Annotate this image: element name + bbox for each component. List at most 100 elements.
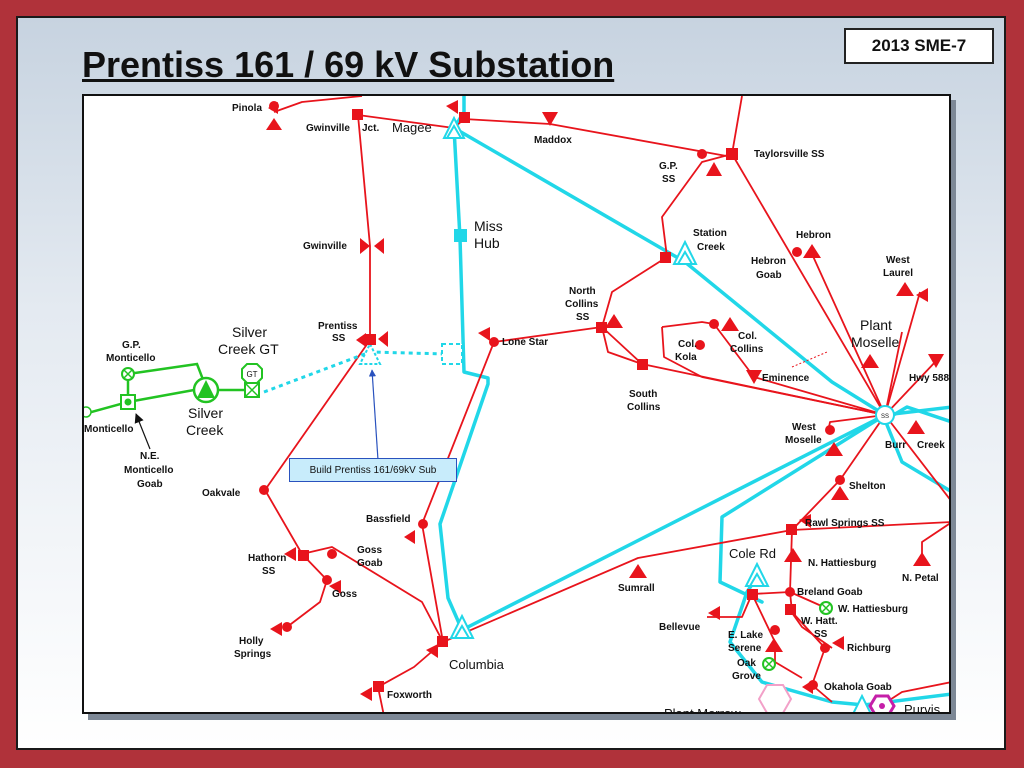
- label-south-collins-1: South: [629, 389, 657, 400]
- eminence-triangle: [746, 370, 762, 384]
- label-magee: Magee: [392, 120, 432, 135]
- n-petal-triangle: [913, 552, 931, 566]
- line-green-monticello: [84, 388, 195, 416]
- label-west-moselle-1: West: [792, 422, 816, 433]
- line-161-magee-columbia: [438, 126, 490, 632]
- label-north-collins-3: SS: [576, 312, 590, 323]
- maddox-square: [459, 112, 470, 123]
- foxworth-triangle: [360, 687, 372, 701]
- label-miss-hub-2: Hub: [474, 235, 500, 251]
- prentiss-ss-square: [365, 334, 376, 345]
- n-hattiesburg-triangle: [784, 548, 802, 562]
- label-burr: Burr: [885, 440, 906, 451]
- rawl-triangle: [799, 514, 811, 528]
- lone-star-circle: [489, 337, 499, 347]
- richburg-circle: [820, 643, 830, 653]
- line-69-burr-east: [884, 414, 949, 500]
- richburg-triangle: [832, 636, 844, 650]
- label-holly-springs-1: Holly: [239, 636, 264, 647]
- miss-hub-square: [454, 229, 467, 242]
- silver-creek-triangle: [197, 380, 215, 398]
- green-breakers: [762, 601, 833, 671]
- label-gwinville-jct: Gwinville: [306, 123, 350, 134]
- label-hathorn-ss-2: SS: [262, 566, 276, 577]
- col-kola-circle: [695, 340, 705, 350]
- col-collins-triangle: [721, 317, 739, 331]
- label-col-kola-2: Kola: [675, 352, 697, 363]
- label-oak-grove-2: Grove: [732, 671, 761, 682]
- label-north-collins-2: Collins: [565, 299, 599, 310]
- lines-69kv: [264, 96, 949, 712]
- label-taylorsville: Taylorsville SS: [754, 149, 825, 160]
- line-69-jct-prentiss: [357, 114, 371, 340]
- silver-creek-system: [84, 362, 254, 416]
- label-lone-star: Lone Star: [502, 337, 548, 348]
- label-west-laurel-2: Laurel: [883, 268, 913, 279]
- label-w-hatt-ss-1: W. Hatt.: [801, 616, 838, 627]
- line-161-columbia-burr: [460, 413, 887, 632]
- label-goss: Goss: [332, 589, 357, 600]
- prentiss-new-substation: [358, 341, 382, 365]
- label-goss-goab-2: Goab: [357, 558, 383, 569]
- substations-69kv: [259, 100, 944, 701]
- south-collins-square: [637, 359, 648, 370]
- line-69-taylorsville-burr: [731, 153, 886, 416]
- line-69-hwy588: [884, 359, 938, 416]
- line-161-magee-station-creek: [452, 126, 687, 264]
- label-purvis: Purvis: [904, 702, 941, 714]
- lone-star-proposed-box: [441, 343, 463, 365]
- line-green-main: [127, 362, 252, 392]
- rawl-springs-square: [786, 524, 797, 535]
- transmission-map: GT SS: [82, 94, 951, 714]
- line-69-north-collins: [601, 153, 733, 328]
- label-silver-creek-2: Creek: [186, 422, 224, 438]
- label-prentiss-ss-1: Prentiss: [318, 321, 358, 332]
- w-moselle-circle: [825, 425, 835, 435]
- substations-161kv: [358, 115, 895, 712]
- label-maddox: Maddox: [534, 135, 572, 146]
- label-hwy-588: Hwy 588: [909, 373, 949, 384]
- slide-title: Prentiss 161 / 69 kV Substation: [82, 44, 615, 85]
- label-station-creek-2: Creek: [697, 242, 725, 253]
- label-e-lake-serene-1: E. Lake: [728, 630, 763, 641]
- label-sumrall: Sumrall: [618, 583, 655, 594]
- label-plant-moselle-1: Plant: [860, 317, 892, 333]
- e-lake-serene-circle: [770, 625, 780, 635]
- label-richburg: Richburg: [847, 643, 891, 654]
- label-gp-monticello-1: G.P.: [122, 340, 141, 351]
- hebron-circle: [792, 247, 802, 257]
- maddox-west-triangle: [446, 100, 458, 114]
- pinola-triangle: [266, 118, 282, 130]
- label-west-laurel-1: West: [886, 255, 910, 266]
- col-collins-circle: [709, 319, 719, 329]
- line-69-hathorn-goss: [286, 553, 328, 628]
- line-161-station-creek-burr: [683, 260, 887, 417]
- label-ne-monticello-2: Monticello: [124, 465, 173, 476]
- label-monticello: Monticello: [84, 424, 133, 435]
- breland-circle: [785, 587, 795, 597]
- label-ne-monticello-3: Goab: [137, 479, 163, 490]
- label-bellevue: Bellevue: [659, 622, 701, 633]
- plant-morrow-hex: [757, 684, 793, 712]
- okahola-triangle: [802, 680, 813, 694]
- ne-monticello-pointer: [134, 413, 151, 450]
- taylorsville-square: [726, 148, 738, 160]
- label-okahola-goab: Okahola Goab: [824, 682, 892, 693]
- hebron-triangle: [803, 244, 821, 258]
- label-gp-monticello-2: Monticello: [106, 353, 155, 364]
- label-goss-goab-1: Goss: [357, 545, 382, 556]
- west-laurel-triangle-2: [916, 288, 928, 302]
- plant-moselle-triangle: [861, 354, 879, 368]
- pinola-triangle-2: [268, 102, 278, 114]
- purvis-substation-small: [852, 693, 872, 712]
- label-creek: Creek: [917, 440, 945, 451]
- columbia-triangle: [426, 644, 438, 658]
- label-west-moselle-2: Moselle: [785, 435, 822, 446]
- label-miss-hub-1: Miss: [474, 218, 503, 234]
- label-north-collins-1: North: [569, 286, 596, 297]
- line-69-hathorn-columbia: [301, 546, 444, 643]
- shelton-triangle: [831, 486, 849, 500]
- silver-creek-gt-octagon: [241, 363, 263, 384]
- foxworth-square: [373, 681, 384, 692]
- label-w-hattiesburg: W. Hattiesburg: [838, 604, 908, 615]
